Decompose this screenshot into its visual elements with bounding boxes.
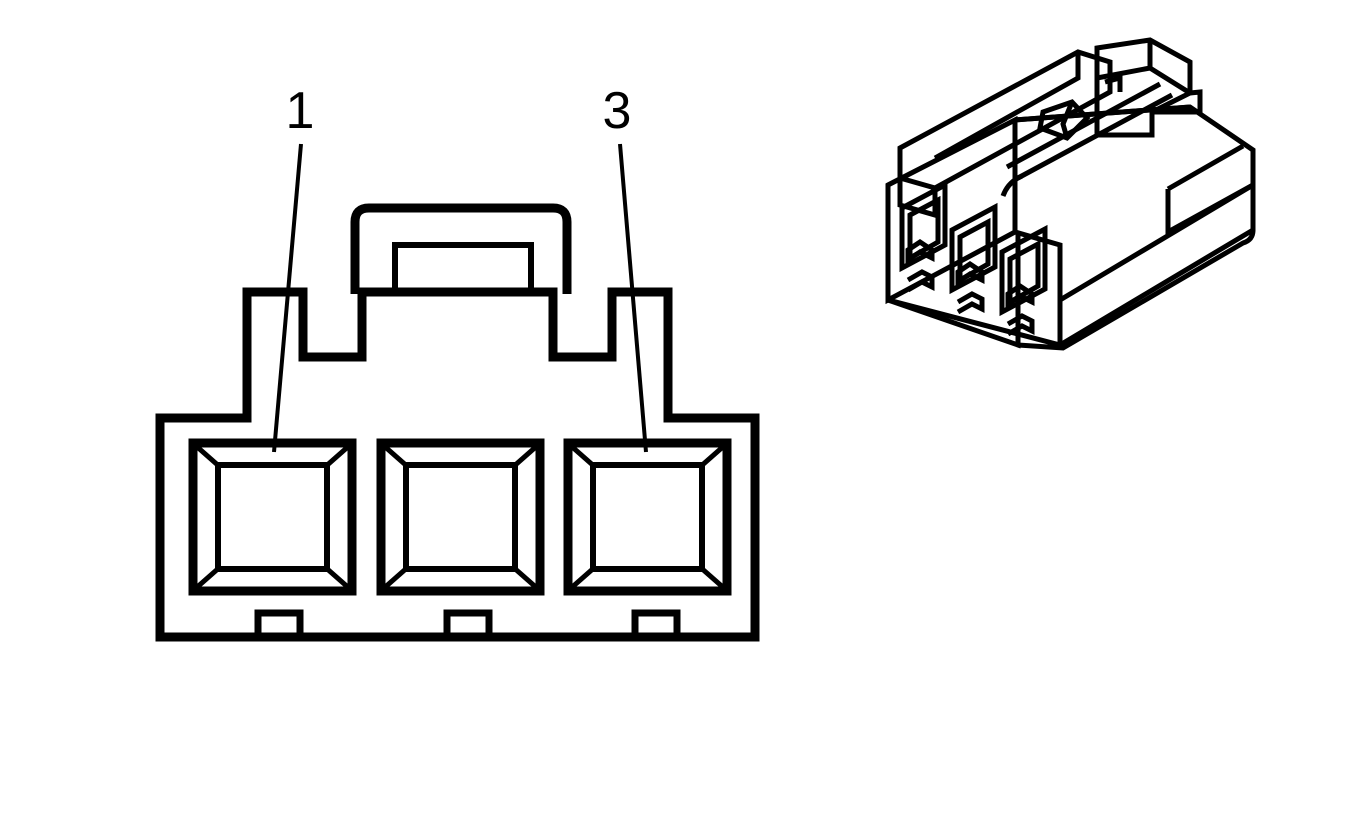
iso-cavity-2-outline bbox=[949, 202, 998, 295]
iso-right-step bbox=[1165, 182, 1255, 237]
callout-1-leader bbox=[272, 143, 303, 453]
cavity-1[interactable] bbox=[188, 438, 357, 596]
iso-cavity-1-inner bbox=[907, 195, 941, 263]
cavity-3-chamfers bbox=[568, 443, 727, 591]
cavity-3-inner bbox=[590, 462, 705, 572]
connector-isometric-view bbox=[885, 37, 1256, 351]
cavity-3[interactable] bbox=[563, 438, 732, 596]
callout-3-leader bbox=[618, 143, 648, 453]
iso-cavity-2-tab bbox=[955, 260, 985, 287]
bottom-tab-2 bbox=[443, 609, 493, 637]
iso-lock-tab-2 bbox=[956, 291, 985, 315]
iso-lozenge-edge bbox=[1060, 101, 1075, 139]
top-latch-inner bbox=[392, 242, 534, 294]
iso-channel-line-2 bbox=[1016, 92, 1174, 181]
cavity-1-outer bbox=[188, 438, 357, 596]
bottom-tab-1 bbox=[254, 609, 304, 637]
iso-latch-rail bbox=[1152, 89, 1203, 115]
iso-cavity-2-inner bbox=[957, 217, 991, 285]
iso-lock-tabs bbox=[906, 269, 1035, 337]
iso-cavity-3-tab bbox=[1005, 282, 1035, 309]
bottom-lock-tabs bbox=[254, 609, 681, 637]
iso-right-step-2 bbox=[1166, 143, 1245, 192]
housing-outline bbox=[155, 287, 760, 642]
iso-cavity-2[interactable] bbox=[949, 202, 998, 295]
iso-channel-line-1 bbox=[1005, 81, 1162, 170]
iso-lock-tab-3 bbox=[1006, 313, 1035, 337]
iso-main-block bbox=[1014, 104, 1256, 351]
iso-lock-tab-1 bbox=[906, 269, 935, 293]
iso-cavity-1-outline bbox=[899, 180, 948, 273]
iso-channel-line-3 bbox=[1000, 173, 1024, 197]
iso-cavity-3-outline bbox=[999, 224, 1048, 317]
iso-guide-rail-edge bbox=[933, 52, 1081, 161]
callout-1-label: 1 bbox=[286, 82, 315, 140]
callout-leaders bbox=[272, 143, 648, 453]
iso-lozenge-detail bbox=[1037, 99, 1091, 141]
cavity-1-inner bbox=[215, 462, 330, 572]
cavity-2-outer bbox=[376, 438, 545, 596]
iso-cavity-1[interactable] bbox=[899, 180, 948, 273]
cavity-2-inner bbox=[403, 462, 518, 572]
iso-cavity-3-inner bbox=[1007, 239, 1041, 307]
bottom-tab-3 bbox=[631, 609, 681, 637]
top-latch-outer bbox=[350, 203, 572, 294]
iso-cavity-3[interactable] bbox=[999, 224, 1048, 317]
iso-cavity-1-tab bbox=[905, 238, 935, 265]
callout-3-label: 3 bbox=[603, 82, 632, 140]
cavity-2[interactable] bbox=[376, 438, 545, 596]
connector-front-view bbox=[155, 203, 760, 642]
cavity-1-chamfers bbox=[193, 443, 352, 591]
cavity-2-chamfers bbox=[381, 443, 540, 591]
iso-guide-rail-inner bbox=[897, 148, 936, 191]
cavity-3-outer bbox=[563, 438, 732, 596]
iso-latch-notch bbox=[1104, 74, 1123, 92]
